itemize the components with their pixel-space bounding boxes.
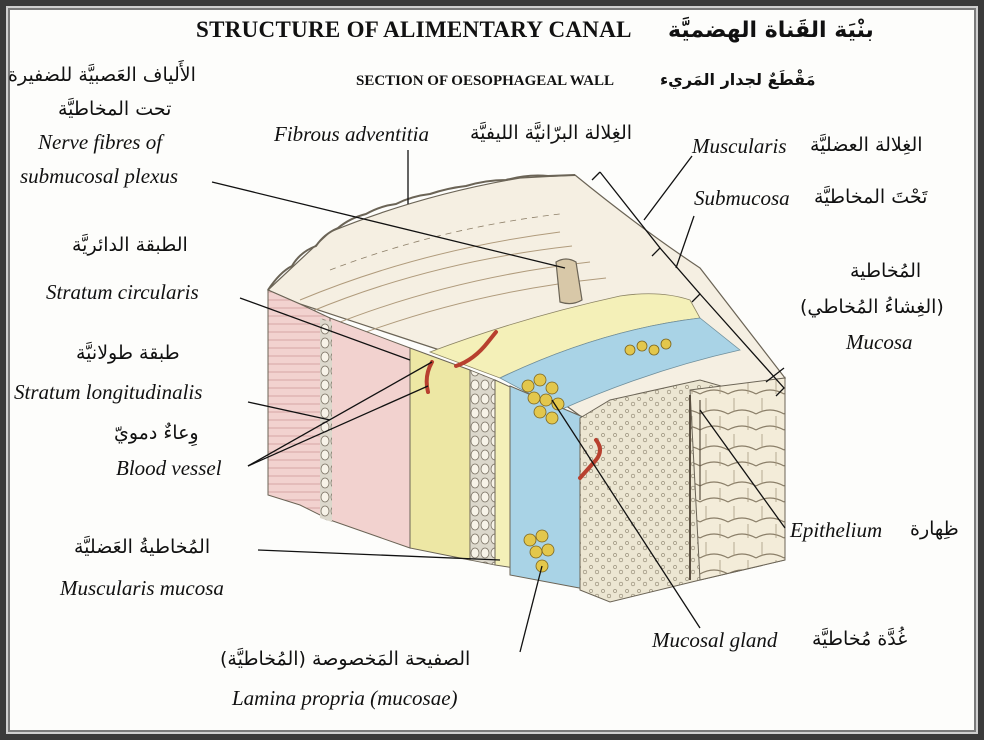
lamina-propria-arabic: الصفيحة المَخصوصة (المُخاطيَّة) xyxy=(220,648,471,670)
mucosal-gland-english: Mucosal gland xyxy=(652,628,778,652)
title-arabic: بنْيَة القَناة الهضميَّة xyxy=(668,18,874,43)
epithelium-arabic: ظِهارة xyxy=(910,518,959,540)
submucosa-english: Submucosa xyxy=(694,186,790,210)
layer-brackets xyxy=(591,171,785,397)
blood-vessels xyxy=(424,330,602,480)
nerve-fibres-arabic-2: تحت المخاطيَّة xyxy=(58,98,172,120)
pointer-lines xyxy=(211,150,786,653)
stratum-longitudinalis-arabic: طبقة طولانيَّة xyxy=(76,342,180,364)
adventitia-edge xyxy=(267,174,576,291)
title-english: STRUCTURE OF ALIMENTARY CANAL xyxy=(196,17,632,42)
muscularis-arabic: الغِلالة العضليَّة xyxy=(810,134,923,156)
mucosa-arabic-1: المُخاطية xyxy=(850,260,922,282)
fibrous-adventitia-english: Fibrous adventitia xyxy=(274,122,429,146)
nerve-fibres-arabic-1: الأَلياف العَصبيَّة للضفيرة xyxy=(8,64,196,86)
stratum-longitudinalis-face xyxy=(409,347,471,561)
muscularis-english: Muscularis xyxy=(692,134,787,158)
stratum-circularis-arabic: الطبقة الدائريَّة xyxy=(72,234,188,256)
fibrous-adventitia-arabic: الغِلالة البرّانيَّة الليفيَّة xyxy=(470,122,633,144)
blood-vessel-arabic: وِعاءٌ دمويّ xyxy=(114,422,199,444)
nerve-bundle xyxy=(555,258,583,305)
mucosa-arabic-2: (الغِشاءُ المُخاطي) xyxy=(800,296,944,318)
muscularis-mucosa-english: Muscularis mucosa xyxy=(60,576,224,600)
mucosa-english: Mucosa xyxy=(846,330,913,354)
epithelium-english: Epithelium xyxy=(790,518,883,542)
stratum-longitudinalis-english: Stratum longitudinalis xyxy=(14,380,203,404)
blood-vessel-english: Blood vessel xyxy=(116,456,222,480)
mucosa-top xyxy=(499,317,741,411)
mucosal-gland-arabic: غُدَّة مُخاطيَّة xyxy=(812,628,908,650)
mucosal-glands xyxy=(521,338,672,573)
lamina-propria-english: Lamina propria (mucosae) xyxy=(232,686,458,710)
muscularis-mucosa-arabic: المُخاطيةُ العَضليَّة xyxy=(74,536,211,558)
nerve-fibres-english-1: Nerve fibres of xyxy=(38,130,163,154)
subtitle-arabic: مَقْطَعٌ لجدار المَريء xyxy=(660,70,816,89)
subtitle-english: SECTION OF OESOPHAGEAL WALL xyxy=(356,73,614,89)
stratum-circularis-english: Stratum circularis xyxy=(46,280,199,304)
nerve-fibres-english-2: submucosal plexus xyxy=(20,164,179,188)
submucosa-arabic: تَحْتَ المخاطيَّة xyxy=(814,186,928,208)
